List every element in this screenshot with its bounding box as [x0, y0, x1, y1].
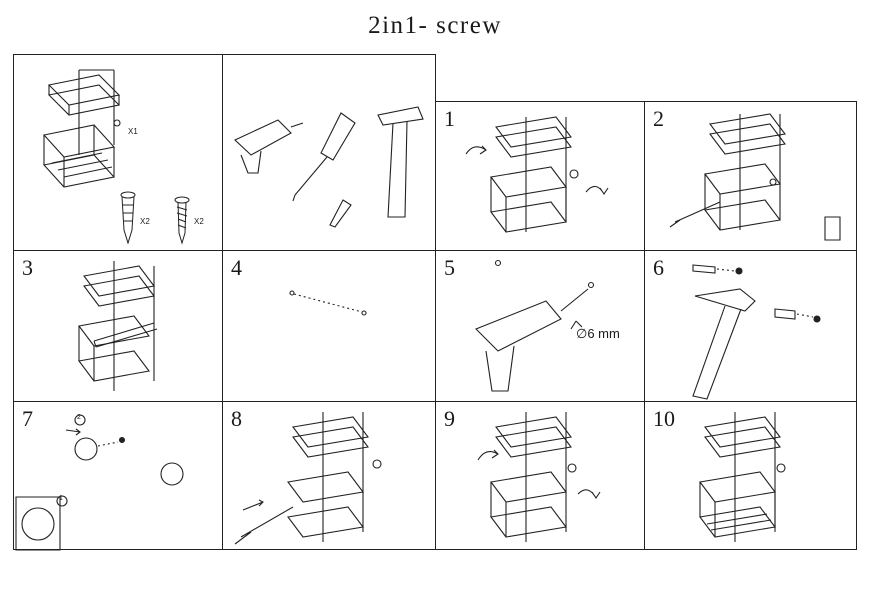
page-title: 2in1- screw [368, 12, 502, 39]
contents-panel: X1 X2 X2 [13, 54, 223, 251]
step-1-panel: 1 [435, 101, 645, 251]
pencil-icon [329, 199, 352, 228]
step-number: 6 [653, 255, 664, 280]
screw-quantity: X2 [194, 217, 204, 226]
step-6-panel: 6 [644, 250, 857, 402]
step-number: 3 [22, 255, 33, 280]
shelf-illustration [42, 69, 121, 188]
anchor-icon [120, 191, 136, 245]
step-number: 9 [444, 406, 455, 431]
step-8-illustration [234, 412, 382, 545]
step-10-illustration [699, 412, 786, 542]
step-7-illustration [15, 414, 184, 551]
step-number: 10 [653, 406, 675, 431]
step-6-illustration [692, 264, 821, 400]
hammer-icon [377, 106, 424, 218]
step-2-panel: 2 [644, 101, 857, 251]
step-number: 5 [444, 255, 455, 280]
step-number: 4 [231, 255, 242, 280]
marker-2: 2 [77, 414, 81, 421]
step-number: 7 [22, 406, 33, 431]
tools-panel [222, 54, 436, 251]
step-1-illustration [465, 116, 609, 233]
step-8-panel: 8 [222, 401, 436, 550]
step-3-panel: 3 [13, 250, 223, 402]
marker-1: 1 [59, 495, 63, 502]
step-number: 8 [231, 406, 242, 431]
step-5-illustration [475, 259, 595, 392]
step-10-panel: 10 [644, 401, 857, 550]
step-number: 2 [653, 106, 664, 131]
step-4-panel: 4 [222, 250, 436, 402]
screwdriver-icon [292, 112, 356, 202]
step-3-illustration [78, 261, 158, 391]
step-4-illustration [289, 290, 367, 316]
step-7-panel: 7 2 1 [13, 401, 223, 551]
anchor-quantity: X2 [140, 217, 150, 226]
step-9-illustration [477, 412, 601, 542]
step-2-illustration [669, 113, 841, 241]
step-5-panel: 5 ∅6 mm [435, 250, 645, 402]
shelf-quantity: X1 [128, 127, 138, 136]
tools-illustration [234, 106, 424, 228]
step-number: 1 [444, 106, 455, 131]
screw-icon [174, 196, 190, 245]
drill-icon [234, 119, 304, 174]
step-9-panel: 9 [435, 401, 645, 550]
drill-size-label: ∅6 mm [576, 326, 620, 341]
